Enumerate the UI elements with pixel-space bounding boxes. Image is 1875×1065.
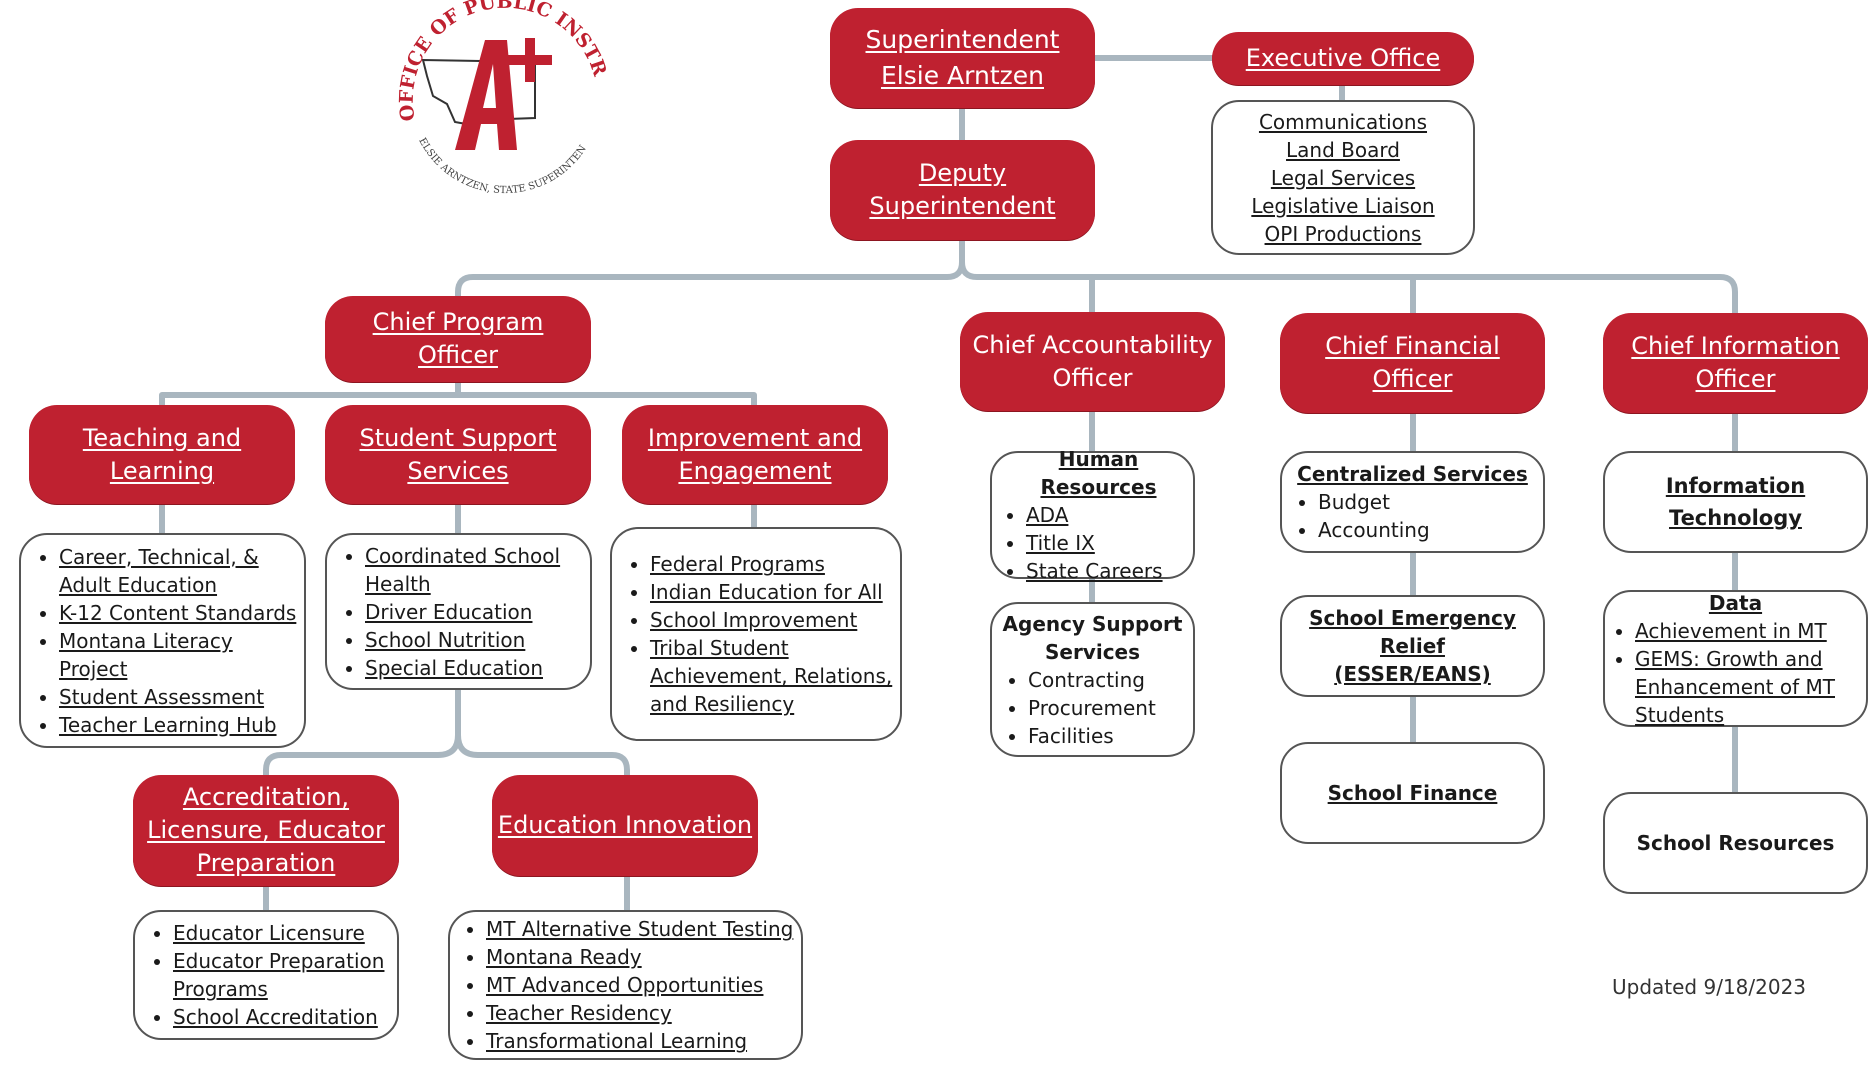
human-resources-list: Human Resources ADA Title IX State Caree… xyxy=(990,447,1195,583)
chief-information-officer-label: Chief Information Officer xyxy=(1631,332,1840,393)
list-item[interactable]: Coordinated School Health xyxy=(365,542,560,598)
centralized-services-list: Centralized Services Budget Accounting xyxy=(1280,451,1545,553)
data-title[interactable]: Data xyxy=(1708,590,1763,615)
accreditation-items: Educator Licensure Educator Preparation … xyxy=(151,919,384,1031)
list-item: Budget xyxy=(1318,488,1430,516)
list-item[interactable]: Tribal Student Achievement, Relations, a… xyxy=(650,634,892,718)
a-plus-mark-icon xyxy=(455,38,552,150)
list-item[interactable]: Montana Ready xyxy=(486,943,793,971)
centralized-services-items: Budget Accounting xyxy=(1296,488,1430,544)
list-item[interactable]: Title IX xyxy=(1026,529,1163,557)
list-item[interactable]: School Nutrition xyxy=(365,626,560,654)
school-resources-label: School Resources xyxy=(1636,831,1835,855)
accreditation-label: Accreditation, Licensure, Educator Prepa… xyxy=(147,783,385,877)
list-item[interactable]: MT Alternative Student Testing xyxy=(486,915,793,943)
chief-financial-officer-box[interactable]: Chief Financial Officer xyxy=(1280,313,1545,413)
human-resources-items: ADA Title IX State Careers xyxy=(1004,501,1163,585)
student-support-list: Coordinated School Health Driver Educati… xyxy=(325,533,592,690)
list-item[interactable]: GEMS: Growth and Enhancement of MT Stude… xyxy=(1635,645,1835,729)
list-item: Procurement xyxy=(1028,694,1156,722)
human-resources-title[interactable]: Human Resources xyxy=(1040,447,1157,499)
teaching-learning-list: Career, Technical, & Adult Education K-1… xyxy=(19,533,306,748)
teaching-learning-items: Career, Technical, & Adult Education K-1… xyxy=(37,543,296,739)
list-item[interactable]: Montana Literacy Project xyxy=(59,627,296,683)
accreditation-box[interactable]: Accreditation, Licensure, Educator Prepa… xyxy=(133,775,399,886)
education-innovation-label: Education Innovation xyxy=(497,811,753,839)
list-item[interactable]: State Careers xyxy=(1026,557,1163,585)
list-item[interactable]: Achievement in MT xyxy=(1635,617,1835,645)
accreditation-list: Educator Licensure Educator Preparation … xyxy=(133,910,399,1040)
agency-support-title: Agency Support Services xyxy=(1002,611,1183,664)
education-innovation-box[interactable]: Education Innovation xyxy=(492,775,758,876)
opi-logo: OFFICE OF PUBLIC INSTRUCTIONELSIE ARNTZE… xyxy=(385,0,611,196)
chief-information-officer-box[interactable]: Chief Information Officer xyxy=(1603,313,1868,413)
list-item[interactable]: Career, Technical, & Adult Education xyxy=(59,543,296,599)
list-item[interactable]: Student Assessment xyxy=(59,683,296,711)
education-innovation-items: MT Alternative Student Testing Montana R… xyxy=(464,915,793,1055)
chief-financial-officer-label: Chief Financial Officer xyxy=(1325,332,1500,393)
executive-office-list: Communications Land Board Legal Services… xyxy=(1211,100,1475,255)
student-support-services-label: Student Support Services xyxy=(359,423,557,485)
chief-program-officer-box[interactable]: Chief Program Officer xyxy=(325,296,591,382)
school-finance-box[interactable]: School Finance xyxy=(1280,742,1545,844)
agency-support-items: Contracting Procurement Facilities xyxy=(1006,666,1156,750)
executive-office-label: Executive Office xyxy=(1245,44,1441,72)
school-emergency-relief-label: School Emergency Relief (ESSER/EANS) xyxy=(1309,606,1516,686)
teaching-learning-box[interactable]: Teaching and Learning xyxy=(29,405,295,504)
school-finance-label: School Finance xyxy=(1327,781,1498,805)
list-item: Accounting xyxy=(1318,516,1430,544)
deputy-superintendent-box[interactable]: Deputy Superintendent xyxy=(830,140,1095,240)
list-item[interactable]: Driver Education xyxy=(365,598,560,626)
information-technology-label: Information Technology xyxy=(1665,474,1806,530)
deputy-superintendent-label: Deputy Superintendent xyxy=(869,159,1056,220)
student-support-services-box[interactable]: Student Support Services xyxy=(325,405,591,504)
list-item: Facilities xyxy=(1028,722,1156,750)
executive-item[interactable]: OPI Productions xyxy=(1264,221,1422,246)
list-item[interactable]: Educator Preparation Programs xyxy=(173,947,384,1003)
executive-item[interactable]: Legal Services xyxy=(1270,165,1416,190)
superintendent-label: Superintendent Elsie Arntzen xyxy=(865,25,1060,90)
updated-date: Updated 9/18/2023 xyxy=(1612,975,1807,999)
list-item[interactable]: School Accreditation xyxy=(173,1003,384,1031)
list-item[interactable]: ADA xyxy=(1026,501,1163,529)
list-item[interactable]: K-12 Content Standards xyxy=(59,599,296,627)
list-item[interactable]: School Improvement xyxy=(650,606,892,634)
information-technology-box[interactable]: Information Technology xyxy=(1603,451,1868,553)
improvement-engagement-items: Federal Programs Indian Education for Al… xyxy=(628,550,892,718)
chief-accountability-officer-box: Chief Accountability Officer xyxy=(960,312,1225,411)
list-item[interactable]: Transformational Learning xyxy=(486,1027,793,1055)
list-item[interactable]: Federal Programs xyxy=(650,550,892,578)
agency-support-list: Agency Support Services Contracting Proc… xyxy=(990,602,1195,757)
education-innovation-list: MT Alternative Student Testing Montana R… xyxy=(448,910,803,1060)
list-item[interactable]: Indian Education for All xyxy=(650,578,892,606)
improvement-engagement-box[interactable]: Improvement and Engagement xyxy=(622,405,888,504)
executive-item[interactable]: Communications xyxy=(1258,109,1428,134)
list-item[interactable]: Special Education xyxy=(365,654,560,682)
data-items: Achievement in MT GEMS: Growth and Enhan… xyxy=(1613,617,1835,729)
improvement-engagement-label: Improvement and Engagement xyxy=(647,423,863,485)
teaching-learning-label: Teaching and Learning xyxy=(82,423,242,485)
list-item[interactable]: Teacher Learning Hub xyxy=(59,711,296,739)
executive-items: Communications Land Board Legal Services… xyxy=(1251,108,1434,248)
chief-program-officer-label: Chief Program Officer xyxy=(372,308,544,369)
list-item: Contracting xyxy=(1028,666,1156,694)
list-item[interactable]: Teacher Residency xyxy=(486,999,793,1027)
school-emergency-relief-box[interactable]: School Emergency Relief (ESSER/EANS) xyxy=(1280,595,1545,697)
improvement-engagement-list: Federal Programs Indian Education for Al… xyxy=(610,527,902,741)
executive-item[interactable]: Land Board xyxy=(1286,137,1400,162)
school-resources-box: School Resources xyxy=(1603,792,1868,894)
superintendent-box[interactable]: Superintendent Elsie Arntzen xyxy=(830,8,1095,108)
centralized-services-title[interactable]: Centralized Services xyxy=(1297,462,1528,486)
executive-office-box[interactable]: Executive Office xyxy=(1212,32,1474,85)
data-list: Data Achievement in MT GEMS: Growth and … xyxy=(1603,590,1868,727)
chief-accountability-officer-label: Chief Accountability Officer xyxy=(972,330,1213,392)
executive-item[interactable]: Legislative Liaison xyxy=(1251,193,1435,218)
list-item[interactable]: MT Advanced Opportunities xyxy=(486,971,793,999)
student-support-items: Coordinated School Health Driver Educati… xyxy=(343,542,560,682)
list-item[interactable]: Educator Licensure xyxy=(173,919,384,947)
